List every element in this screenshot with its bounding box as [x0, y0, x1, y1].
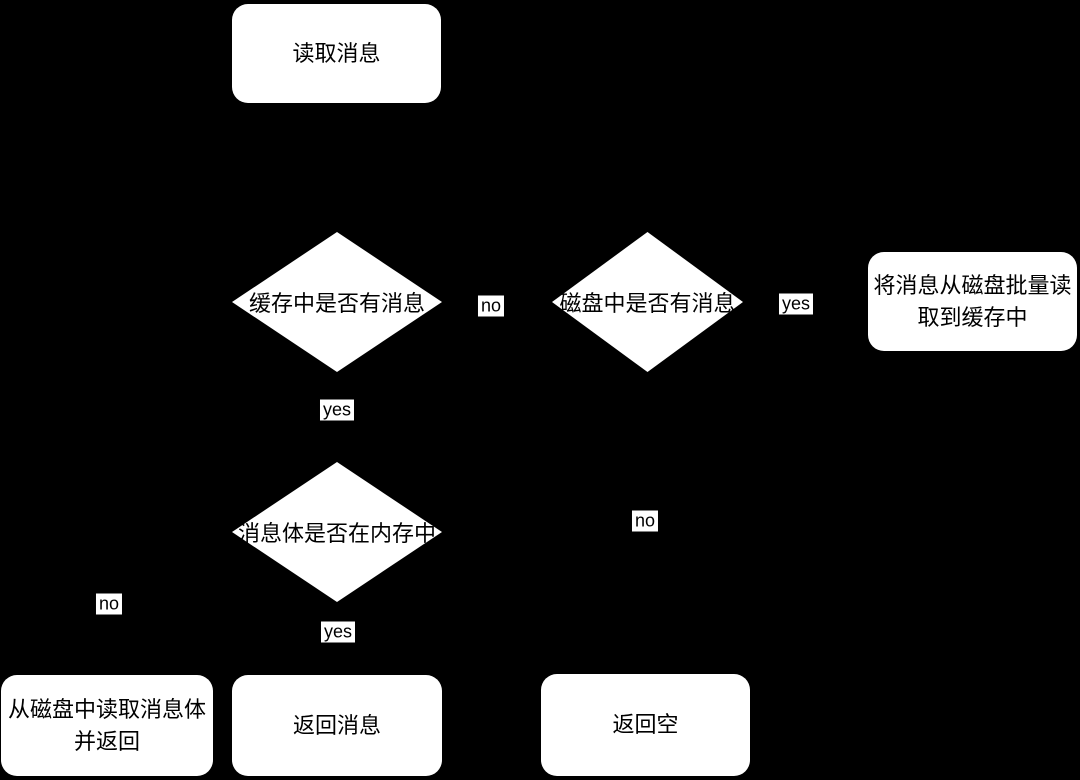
node-return-empty: 返回空: [541, 674, 750, 776]
decision-label: 磁盘中是否有消息: [559, 291, 736, 316]
edge-label-memory-no: no: [95, 593, 123, 615]
edge-label-cache-no: no: [477, 295, 505, 317]
decision-cache-has-message: 缓存中是否有消息: [232, 232, 442, 372]
decision-disk-has-message: 磁盘中是否有消息: [552, 232, 743, 372]
decision-body-in-memory: 消息体是否在内存中: [232, 462, 442, 602]
edge-label-disk-yes: yes: [778, 293, 814, 315]
node-return-message: 返回消息: [232, 675, 442, 776]
edge-label-cache-yes: yes: [319, 399, 355, 421]
edge-label-disk-no: no: [631, 510, 659, 532]
edge-label-memory-yes: yes: [320, 621, 356, 643]
node-read-body-from-disk: 从磁盘中读取消息体 并返回: [1, 675, 213, 776]
decision-label: 缓存中是否有消息: [248, 291, 425, 316]
node-batch-read-to-cache: 将消息从磁盘批量读 取到缓存中: [868, 252, 1077, 351]
decision-label: 消息体是否在内存中: [237, 521, 436, 546]
node-read-message: 读取消息: [232, 4, 441, 103]
